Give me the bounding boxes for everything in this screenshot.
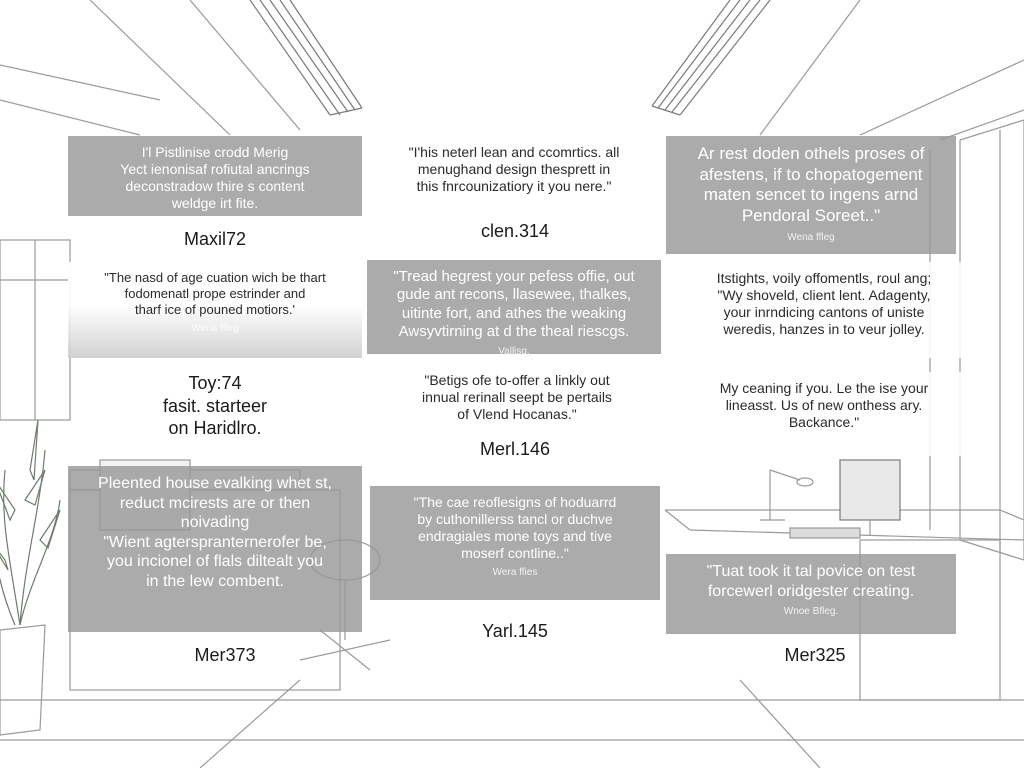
- review-card: My ceaning if you. Le the ise your linea…: [684, 372, 964, 456]
- review-card: Ar rest doden othels proses of afestens,…: [666, 136, 956, 254]
- review-attribution: Wnoe Bfleg.: [783, 606, 839, 618]
- review-quote: Ar rest doden othels proses of afestens,…: [697, 144, 925, 226]
- review-card: "Tread hegrest your pefess offie, out gu…: [367, 260, 661, 357]
- reviewer-label: Mer325: [784, 645, 846, 665]
- review-card: "Tuat took it tal povice on test forcewe…: [666, 554, 956, 634]
- review-attribution: Wena ffleg: [191, 322, 239, 334]
- review-card: "The nasd of age cuation wich be thart f…: [68, 262, 362, 358]
- reviewer-label: Merl.146: [479, 439, 551, 459]
- review-card: "The cae reoflesigns of hoduarrd by cuth…: [370, 486, 660, 600]
- review-quote: Pleented house evalking whet st, reduct …: [98, 475, 332, 590]
- review-quote: I'l Pistlinise crodd Merig Yect ienonisa…: [120, 144, 310, 212]
- reviewer-label: Toy:74 fasit. starteer on Haridlro.: [162, 373, 268, 438]
- review-card: Pleented house evalking whet st, reduct …: [68, 466, 362, 632]
- review-quote: "The cae reoflesigns of hoduarrd by cuth…: [413, 494, 617, 562]
- reviewer-label: Yarl.145: [482, 621, 548, 641]
- review-card: I'l Pistlinise crodd Merig Yect ienonisa…: [68, 136, 362, 216]
- review-attribution: Vallisg.: [498, 346, 530, 358]
- review-attribution: Wena ffleg: [787, 231, 835, 243]
- review-quote: "The nasd of age cuation wich be thart f…: [104, 270, 326, 317]
- review-quote: My ceaning if you. Le the ise your linea…: [719, 380, 929, 431]
- review-card: "Betigs ofe to-offer a linkly out innual…: [370, 364, 664, 430]
- review-quote: "Tuat took it tal povice on test forcewe…: [706, 563, 916, 600]
- reviewer-label: Mer373: [194, 645, 256, 665]
- review-card: "I'his neterl lean and ccomrtics. all me…: [372, 136, 656, 206]
- review-attribution: Wera ffies: [492, 567, 538, 579]
- review-quote: "I'his neterl lean and ccomrtics. all me…: [408, 144, 620, 195]
- review-quote: "Betigs ofe to-offer a linkly out innual…: [422, 372, 612, 423]
- reviewer-label: Maxil72: [183, 229, 247, 249]
- review-card: Itstights, voily offomentls, roul ang; "…: [684, 262, 964, 358]
- review-quote: Itstights, voily offomentls, roul ang; "…: [716, 270, 932, 338]
- reviewer-label: clen.314: [480, 221, 550, 241]
- review-quote: "Tread hegrest your pefess offie, out gu…: [393, 268, 635, 340]
